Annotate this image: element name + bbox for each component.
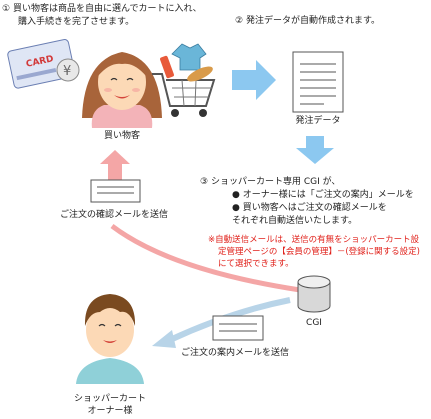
note-line1: ※自動送信メールは、送信の有無をショッパーカート設: [208, 235, 420, 245]
owner-label: ショッパーカート オーナー様: [60, 393, 160, 417]
curved-arrow-cgi-to-shopper: [110, 224, 301, 293]
step2-marker: ②: [235, 16, 244, 26]
svg-text:¥: ¥: [63, 64, 71, 79]
step1-text: ① 買い物客は商品を自由に選んでカートに入れ、 購入手続きを完了させます。: [2, 3, 202, 29]
step1-marker: ①: [2, 4, 11, 14]
cgi-database-icon: [297, 275, 331, 313]
auto-send-note: ※自動送信メールは、送信の有無をショッパーカート設 定管理ページの【会員の管理】…: [208, 234, 420, 270]
step1-line1: 買い物客は商品を自由に選んでカートに入れ、: [12, 4, 202, 14]
credit-card-icon: CARD: [7, 39, 76, 89]
step3-line1: ショッパーカート専用 CGI が、: [210, 177, 341, 187]
owner-man-icon: [76, 294, 144, 384]
arrow-up-to-shopper: [100, 150, 130, 184]
yen-coin-icon: ¥: [56, 58, 80, 82]
guide-mail-icon: [212, 315, 264, 341]
arrow-down-to-cgi-text: [296, 136, 334, 164]
step1-line2: 購入手続きを完了させます。: [18, 17, 135, 27]
owner-label-line1: ショッパーカート: [73, 394, 146, 404]
step3-bullet2: ● 買い物客へはご注文の確認メールを: [232, 203, 387, 213]
shopper-woman-icon: [82, 52, 162, 128]
note-line2: 定管理ページの【会員の管理】－(登録に関する設定): [218, 247, 420, 257]
shopper-label: 買い物客: [103, 131, 140, 141]
step3-line4: それぞれ自動送信いたします。: [232, 216, 358, 226]
step2-line: 発注データが自動作成されます。: [245, 16, 381, 26]
step2-text: ② 発注データが自動作成されます。: [235, 15, 380, 28]
order-data-document-icon: [292, 51, 344, 113]
step3-marker: ③: [200, 177, 209, 187]
arrow-to-order-data: [232, 60, 276, 100]
cgi-label: CGI: [306, 318, 322, 328]
step3-text: ③ ショッパーカート専用 CGI が、 ● オーナー様には「ご注文の案内」メール…: [200, 176, 414, 228]
step3-bullet1: ● オーナー様には「ご注文の案内」メールを: [232, 190, 414, 200]
order-data-label: 発注データ: [295, 116, 341, 126]
shopping-cart-icon: [152, 43, 216, 117]
guide-mail-label: ご注文の案内メールを送信: [180, 348, 289, 358]
confirm-mail-label: ご注文の確認メールを送信: [59, 210, 168, 220]
owner-label-line2: オーナー様: [87, 406, 133, 416]
confirm-mail-icon: [90, 179, 141, 203]
note-line3: にて選択できます。: [218, 259, 294, 269]
